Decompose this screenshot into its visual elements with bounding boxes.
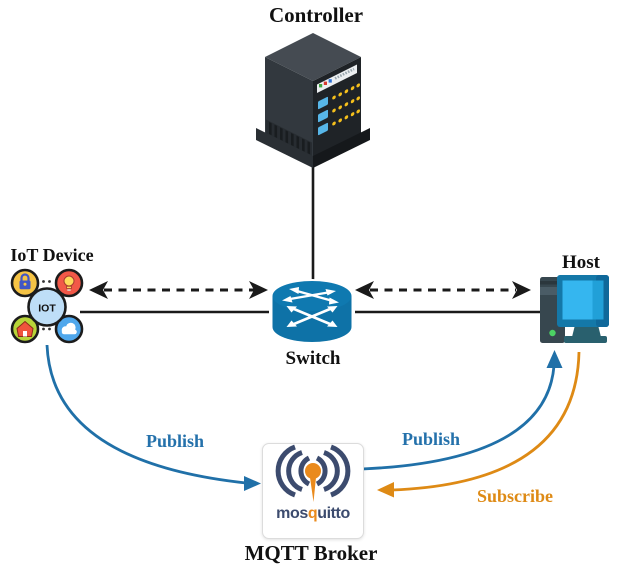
switch-host-link bbox=[350, 281, 541, 314]
publish-right-label: Publish bbox=[401, 429, 461, 449]
subscribe-arrow bbox=[377, 351, 581, 498]
arrowhead-left-icon bbox=[355, 281, 374, 299]
mosquitto-wordmark: mosquitto bbox=[276, 505, 350, 522]
switch-cross-arrows bbox=[286, 306, 338, 327]
controller-label: Controller bbox=[268, 3, 364, 27]
subscribe-label: Subscribe bbox=[476, 486, 554, 506]
server-led-rows bbox=[318, 83, 361, 136]
publish-right-arrow bbox=[361, 350, 563, 471]
mqtt-broker-label: MQTT Broker bbox=[244, 541, 378, 565]
iot-device-label: IoT Device bbox=[10, 245, 94, 265]
iot-device-icon: IOT bbox=[10, 268, 84, 344]
lock-icon bbox=[10, 268, 40, 298]
iot-hub-circle bbox=[27, 287, 67, 327]
arrowhead-icon bbox=[377, 482, 394, 498]
publish-left-label: Publish bbox=[145, 431, 205, 451]
home-icon bbox=[10, 314, 40, 344]
switch-icon bbox=[269, 279, 355, 345]
switch-label: Switch bbox=[285, 348, 341, 369]
arrowhead-right-icon bbox=[249, 281, 268, 299]
arrowhead-right-icon bbox=[512, 281, 531, 299]
arrowhead-icon bbox=[546, 350, 563, 368]
controller-server-icon bbox=[256, 33, 370, 168]
iot-switch-link bbox=[80, 281, 276, 314]
lightbulb-icon bbox=[54, 268, 84, 298]
server-base bbox=[256, 128, 313, 168]
host-computer-icon bbox=[540, 275, 609, 343]
server-label-strip bbox=[317, 64, 357, 93]
cloud-icon bbox=[54, 314, 84, 344]
publish-left-arrow bbox=[45, 344, 261, 491]
power-led bbox=[549, 329, 556, 337]
mqtt-broker-card: mosquitto bbox=[262, 443, 364, 539]
iot-hub-text: IOT bbox=[38, 303, 56, 315]
switch-top-arrows bbox=[282, 287, 339, 305]
mosquitto-logo-icon bbox=[275, 444, 351, 502]
server-base bbox=[313, 128, 370, 168]
host-label: Host bbox=[562, 252, 600, 273]
arrowhead-left-icon bbox=[89, 281, 108, 299]
arrowhead-icon bbox=[244, 476, 261, 491]
